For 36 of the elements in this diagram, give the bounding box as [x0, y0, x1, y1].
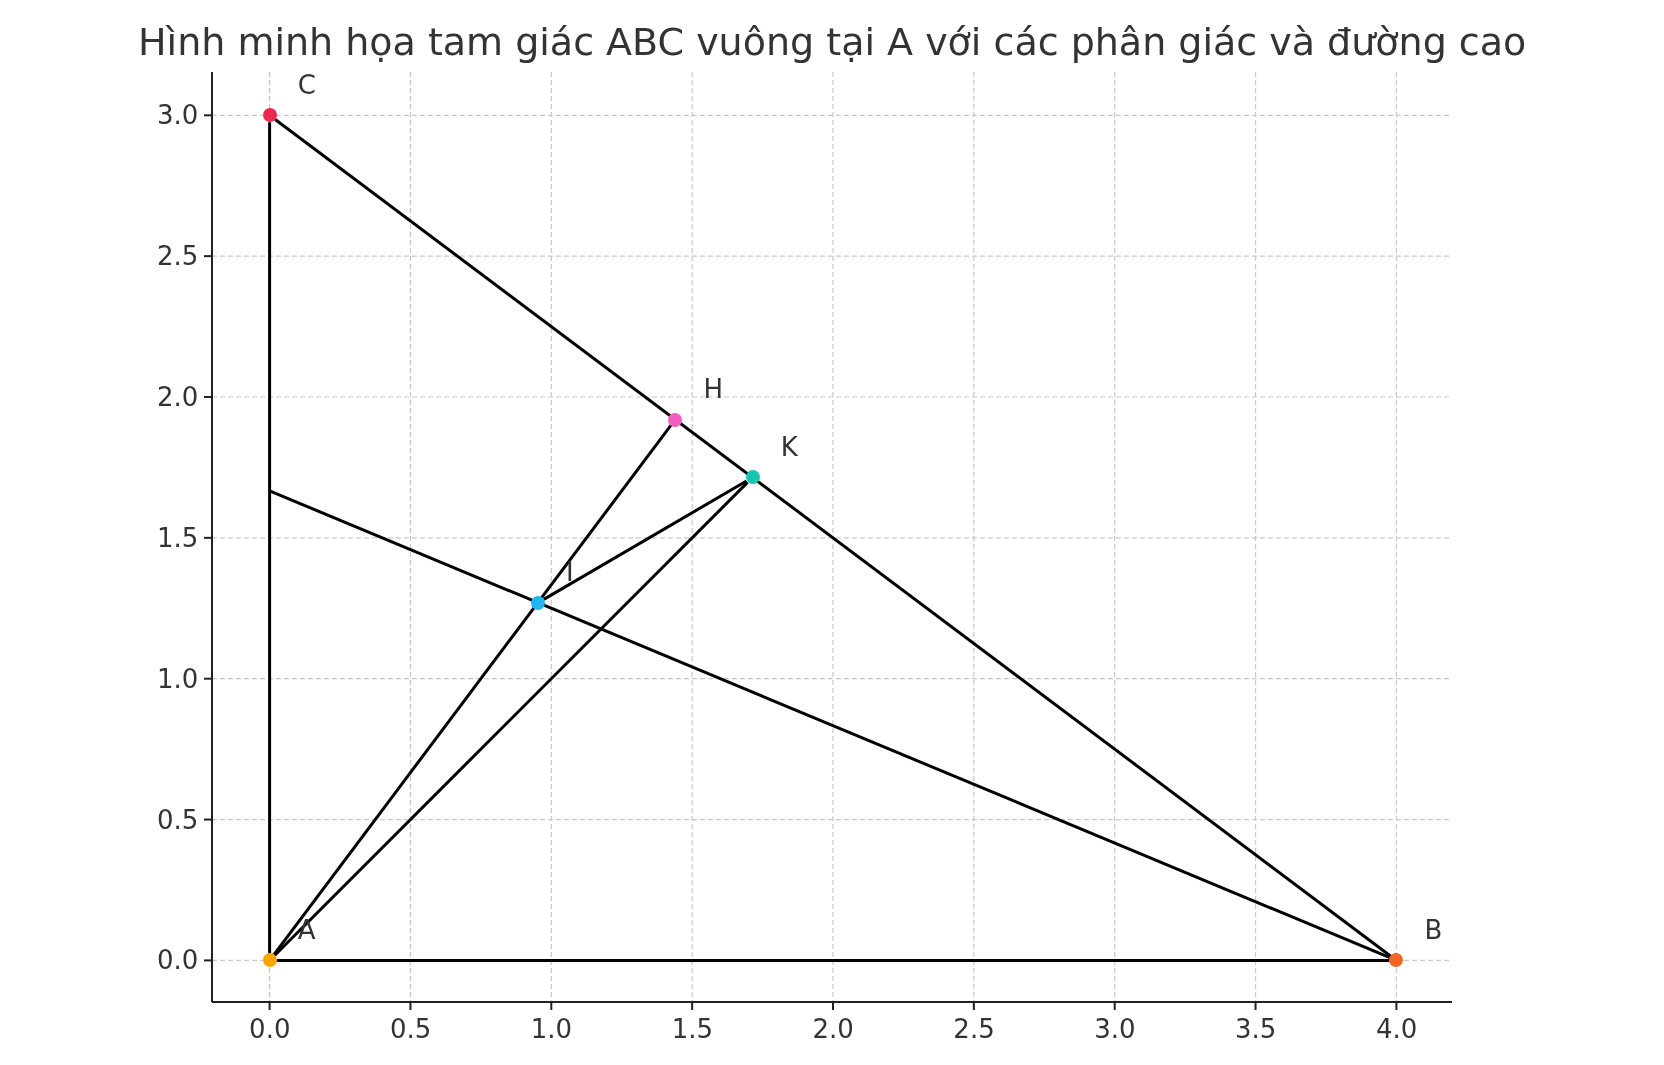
line-segment [268, 122, 272, 954]
line-segment [543, 479, 748, 601]
tick-label: 2.0 [157, 384, 199, 410]
point-marker [745, 470, 760, 485]
tick-label: 4.0 [1375, 1016, 1418, 1042]
tick-label: 0.5 [157, 806, 199, 833]
tick-label: 3.0 [157, 102, 199, 129]
point-label: A [297, 916, 316, 943]
tick-label: 1.5 [157, 524, 199, 551]
chart-title: Hình minh họa tam giác ABC vuông tại A với các phân giác và đường cao [138, 23, 1527, 61]
point-marker [262, 953, 277, 968]
tick-label: 0.0 [249, 1016, 291, 1042]
tick-label: 0.0 [157, 947, 199, 974]
tick-label: 2.5 [953, 1016, 995, 1042]
tick-label: 2.0 [812, 1016, 854, 1042]
line-segment [273, 481, 749, 957]
line-segment [274, 118, 1392, 958]
point-label: C [297, 71, 316, 98]
point-label: K [780, 433, 798, 460]
point-marker [668, 412, 683, 427]
point-marker [1389, 953, 1404, 968]
point-label: I [565, 559, 574, 586]
point-marker [262, 108, 277, 123]
tick-label: 1.0 [530, 1016, 573, 1042]
line-segment [272, 424, 673, 956]
line-segment [276, 958, 1390, 962]
tick-label: 3.0 [1094, 1016, 1136, 1042]
tick-label: 3.5 [1235, 1016, 1277, 1042]
tick-label: 2.5 [157, 243, 199, 270]
point-label: B [1424, 916, 1443, 943]
tick-label: 0.5 [389, 1016, 432, 1042]
tick-label: 1.0 [157, 665, 199, 692]
point-marker [530, 595, 545, 610]
point-label: H [703, 375, 723, 402]
tick-label: 1.5 [671, 1016, 713, 1042]
line-segment [269, 489, 1391, 960]
